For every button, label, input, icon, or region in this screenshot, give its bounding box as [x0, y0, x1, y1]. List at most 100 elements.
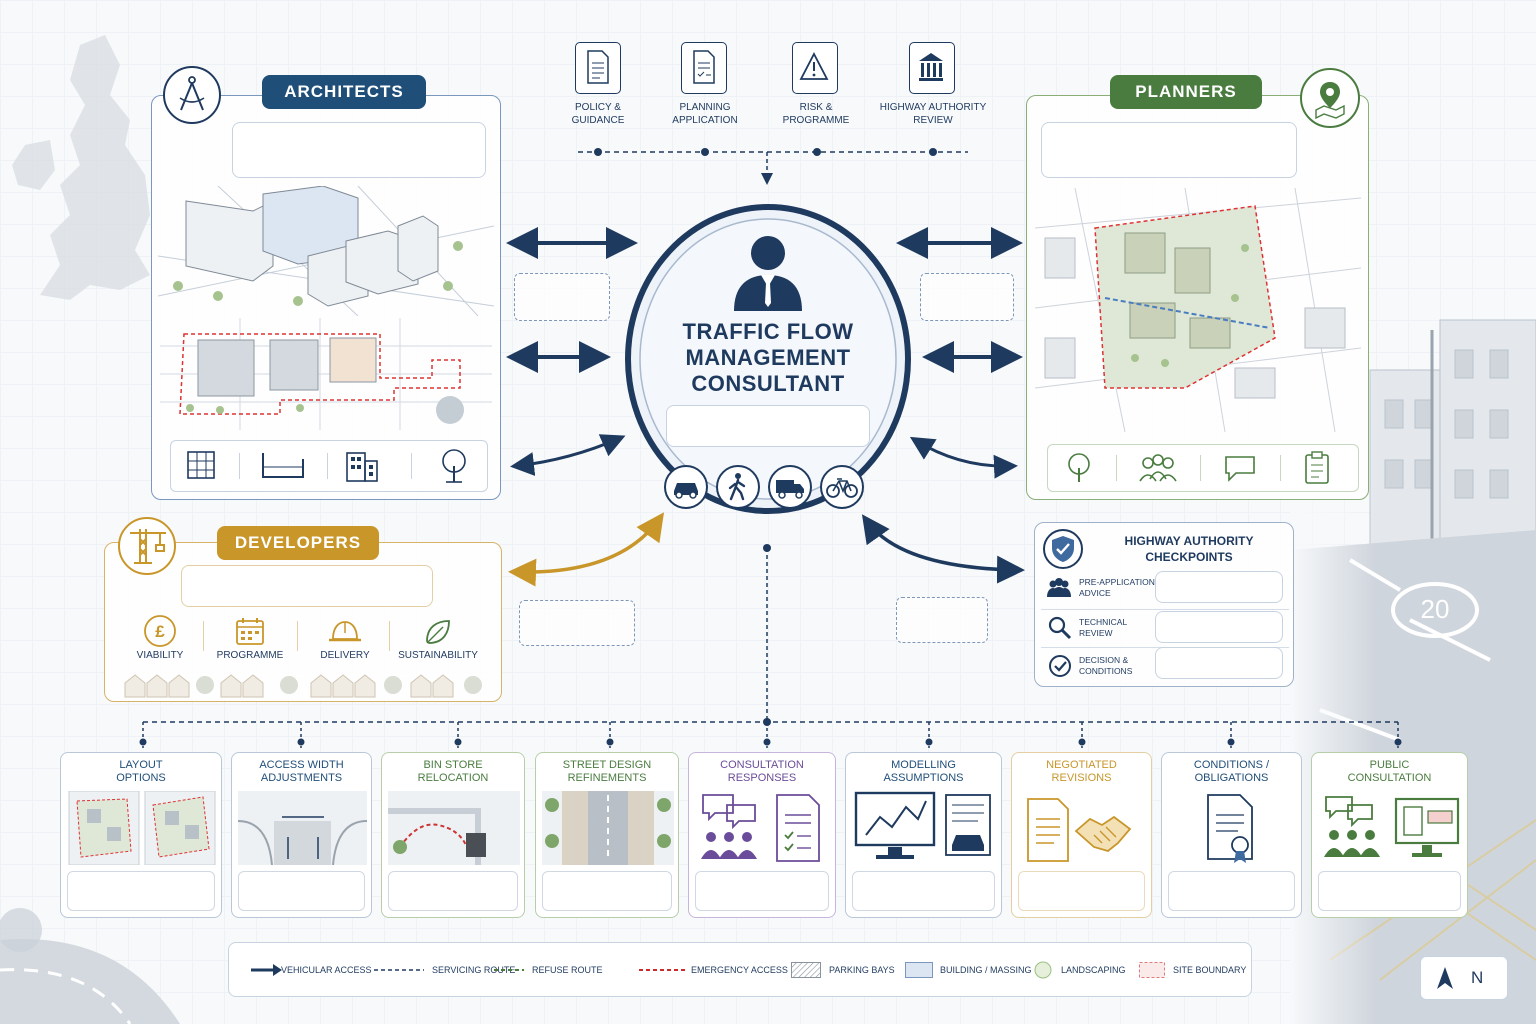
architects-icon-bar: [170, 440, 488, 492]
doc-label-planning: PLANNING APPLICATION: [650, 101, 760, 127]
outcome-card-title-line: RELOCATION: [417, 772, 489, 784]
doc-label-line: POLICY &: [575, 102, 621, 113]
north-arrow-icon: [1437, 967, 1453, 989]
leaf-icon: [426, 620, 450, 644]
building-massing-swatch: [905, 962, 933, 978]
outcome-card-title-line: ACCESS WIDTH: [259, 759, 344, 771]
developers-panel: £ VIABILITY PROGRAMME DELIVERY SUSTAINAB…: [104, 542, 502, 702]
tree-icon: [442, 449, 466, 483]
legend-label: BUILDING / MASSING: [940, 965, 1032, 975]
legend-label: VEHICULAR ACCESS: [281, 965, 372, 975]
planners-icon-bar: [1047, 444, 1359, 492]
planner-link-note-1[interactable]: [920, 273, 1014, 321]
doc-label-line: APPLICATION: [672, 115, 738, 126]
building-icon: [346, 452, 378, 482]
outcome-card-title-line: CONDITIONS /: [1193, 759, 1270, 771]
bicycle-icon: [820, 465, 864, 509]
checkpoint-label-line: REVIEW: [1079, 628, 1113, 638]
modelling-illustration: [854, 791, 991, 859]
people-icon: [1139, 454, 1177, 482]
planners-title: PLANNERS: [1110, 75, 1262, 109]
legend-label: EMERGENCY ACCESS: [691, 965, 788, 975]
doc-label-line: RISK &: [799, 102, 833, 113]
negotiated-revisions-illustration: [1027, 798, 1132, 862]
architect-link-note-1[interactable]: [514, 273, 610, 321]
outcome-card-field[interactable]: [852, 871, 995, 911]
doc-label-policy: POLICY & GUIDANCE: [543, 101, 653, 127]
outcome-card-conditions: CONDITIONS /OBLIGATIONS: [1161, 752, 1302, 918]
consultation-responses-illustration: [701, 794, 820, 862]
clipboard-icon: [1305, 451, 1329, 484]
calendar-icon: [236, 618, 264, 645]
uk-map: [12, 35, 150, 300]
hard-hat-icon: [329, 621, 361, 642]
outcome-card-title-line: ADJUSTMENTS: [260, 772, 343, 784]
developers-item-label: PROGRAMME: [216, 650, 284, 661]
architects-notes-field[interactable]: [232, 122, 486, 178]
doc-label-risk: RISK &PROGRAMME: [761, 101, 871, 127]
check-circle-icon: [1049, 655, 1071, 677]
checkpoints-title-line: HIGHWAY AUTHORITY: [1124, 534, 1254, 548]
site-boundary-swatch: [1139, 962, 1165, 978]
houses-illustration: [124, 674, 482, 698]
checkpoint-label-line: TECHNICAL: [1079, 617, 1128, 627]
outcome-card-field[interactable]: [388, 871, 518, 911]
doc-label-line: REVIEW: [913, 115, 953, 126]
developer-link-note[interactable]: [519, 600, 635, 646]
outcome-card-field[interactable]: [1168, 871, 1295, 911]
outcome-card-field[interactable]: [1318, 871, 1461, 911]
outcome-card-field[interactable]: [1018, 871, 1145, 911]
outcome-card-field[interactable]: [238, 871, 365, 911]
checkpoint-label-line: DECISION &: [1079, 655, 1129, 665]
consultant-title-line: CONSULTANT: [691, 371, 845, 396]
outcome-card-field[interactable]: [67, 871, 215, 911]
tree-icon: [1068, 453, 1090, 482]
people-icon: [1047, 578, 1071, 597]
landscaping-swatch: [1034, 961, 1052, 979]
doc-label-line: PLANNING: [679, 102, 731, 113]
refuse-route-swatch: [494, 969, 524, 971]
architects-site-plan: [160, 318, 492, 430]
outcome-card-title-line: CONSULTATION: [720, 759, 804, 771]
consultant-title-line: MANAGEMENT: [685, 345, 851, 370]
checkpoint-field[interactable]: [1155, 611, 1283, 643]
checkpoint-label-line: ADVICE: [1079, 588, 1111, 598]
outcome-card-field[interactable]: [695, 871, 829, 911]
outcome-card-title-line: MODELLING: [891, 759, 956, 771]
checkpoint-label-line: CONDITIONS: [1079, 666, 1133, 676]
legend-label: SERVICING ROUTE: [432, 965, 516, 975]
developers-notes-field[interactable]: [181, 565, 433, 607]
warning-icon: [792, 42, 838, 94]
public-consultation-illustration: [1324, 796, 1460, 857]
outcome-card-title-line: BIN STORE: [423, 759, 483, 771]
car-icon: [664, 465, 708, 509]
developers-item-label: SUSTAINABILITY: [398, 650, 478, 661]
planners-notes-field[interactable]: [1041, 122, 1297, 178]
checkpoint-field[interactable]: [1155, 571, 1283, 603]
north-indicator: N: [1420, 956, 1508, 1000]
outcome-card-field[interactable]: [542, 871, 672, 911]
compass-icon: [163, 66, 221, 124]
outcome-card-title-line: OBLIGATIONS: [1194, 772, 1269, 784]
pound-icon: £: [144, 615, 176, 647]
checklist-document-icon: [681, 42, 727, 94]
doc-label-line: HIGHWAY AUTHORITY: [879, 102, 987, 113]
access-width-illustration: [238, 791, 367, 865]
legend-label: REFUSE ROUTE: [532, 965, 603, 975]
outcome-card-title-line: OPTIONS: [116, 772, 166, 784]
architects-massing-drawing: [158, 186, 494, 316]
checkpoint-link-note[interactable]: [896, 597, 988, 643]
checkpoint-field[interactable]: [1155, 647, 1283, 679]
section-icon: [262, 453, 304, 478]
outcome-card-title-line: NEGOTIATED: [1046, 759, 1117, 771]
consultant-notes-field[interactable]: [666, 405, 870, 447]
outcome-card-title-line: ASSUMPTIONS: [883, 772, 964, 784]
consultant-person-icon: [734, 236, 802, 311]
doc-label-line: GUIDANCE: [571, 115, 625, 126]
